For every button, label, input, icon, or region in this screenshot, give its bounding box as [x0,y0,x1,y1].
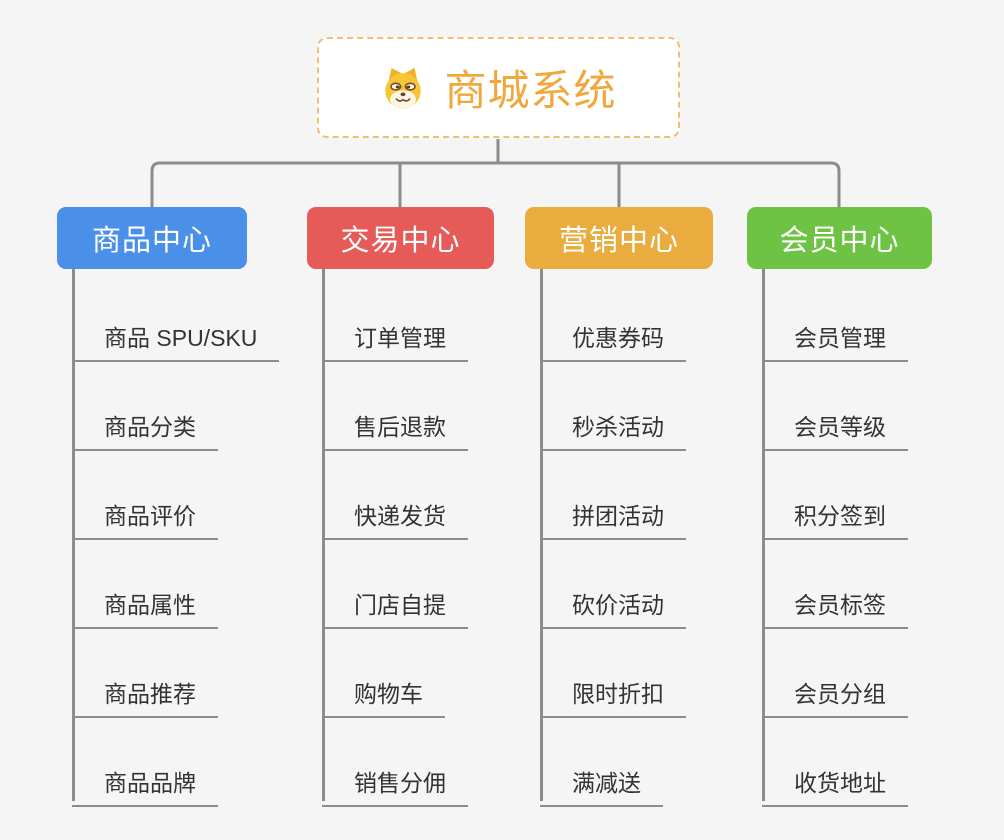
child-label: 商品分类 [104,414,196,440]
child-label: 会员标签 [794,592,886,618]
child-node-trade-center-2[interactable]: 售后退款 [322,398,468,451]
child-node-member-center-6[interactable]: 收货地址 [762,754,908,807]
child-node-member-center-4[interactable]: 会员标签 [762,576,908,629]
child-node-trade-center-6[interactable]: 销售分佣 [322,754,468,807]
child-node-marketing-center-2[interactable]: 秒杀活动 [540,398,686,451]
child-label: 积分签到 [794,503,886,529]
branch-trunk-line [761,269,765,801]
child-label: 秒杀活动 [572,414,664,440]
child-node-product-center-3[interactable]: 商品评价 [72,487,218,540]
dog-face-icon [385,67,422,109]
child-label: 商品 SPU/SKU [104,325,258,351]
child-node-member-center-2[interactable]: 会员等级 [762,398,908,451]
child-node-trade-center-1[interactable]: 订单管理 [322,309,468,362]
child-node-marketing-center-3[interactable]: 拼团活动 [540,487,686,540]
branch-trunk-line [321,269,325,801]
child-label: 门店自提 [354,592,446,618]
child-label: 会员等级 [794,414,886,440]
child-label: 快递发货 [354,503,446,529]
child-node-product-center-2[interactable]: 商品分类 [72,398,218,451]
child-node-marketing-center-1[interactable]: 优惠券码 [540,309,686,362]
child-node-marketing-center-4[interactable]: 砍价活动 [540,576,686,629]
branch-rail-line [150,161,841,207]
child-label: 拼团活动 [572,503,664,529]
child-label: 限时折扣 [572,681,664,707]
child-node-product-center-4[interactable]: 商品属性 [72,576,218,629]
child-label: 购物车 [354,681,423,707]
child-label: 商品评价 [104,503,196,529]
child-node-member-center-3[interactable]: 积分签到 [762,487,908,540]
branch-label: 会员中心 [779,225,900,257]
child-node-trade-center-3[interactable]: 快递发货 [322,487,468,540]
child-node-trade-center-4[interactable]: 门店自提 [322,576,468,629]
branch-trunk-line [539,269,543,801]
child-label: 砍价活动 [572,592,664,618]
child-label: 收货地址 [794,770,886,796]
child-label: 订单管理 [354,325,446,351]
branch-node-trade-center[interactable]: 交易中心 [307,207,494,269]
child-node-product-center-1[interactable]: 商品 SPU/SKU [72,309,280,362]
branch-node-member-center[interactable]: 会员中心 [747,207,932,269]
child-label: 优惠券码 [572,325,664,351]
child-node-product-center-5[interactable]: 商品推荐 [72,665,218,718]
child-label: 销售分佣 [354,770,446,796]
root-label: 商城系统 [444,67,617,114]
child-label: 商品属性 [104,592,196,618]
child-node-marketing-center-6[interactable]: 满减送 [540,754,663,807]
child-label: 售后退款 [354,414,446,440]
child-label: 会员分组 [794,681,886,707]
branch-node-product-center[interactable]: 商品中心 [57,207,247,269]
branch-label: 商品中心 [91,225,212,257]
branch-trunk-line [71,269,75,801]
child-node-product-center-6[interactable]: 商品品牌 [72,754,218,807]
branch-node-marketing-center[interactable]: 营销中心 [525,207,713,269]
root-node[interactable]: 商城系统 [317,37,680,138]
child-label: 商品推荐 [104,681,196,707]
branch-label: 交易中心 [340,225,461,257]
child-label: 满减送 [572,770,641,796]
child-node-member-center-5[interactable]: 会员分组 [762,665,908,718]
child-node-member-center-1[interactable]: 会员管理 [762,309,908,362]
child-label: 会员管理 [794,325,886,351]
child-node-trade-center-5[interactable]: 购物车 [322,665,445,718]
branch-label: 营销中心 [558,225,679,257]
child-node-marketing-center-5[interactable]: 限时折扣 [540,665,686,718]
child-label: 商品品牌 [104,770,196,796]
